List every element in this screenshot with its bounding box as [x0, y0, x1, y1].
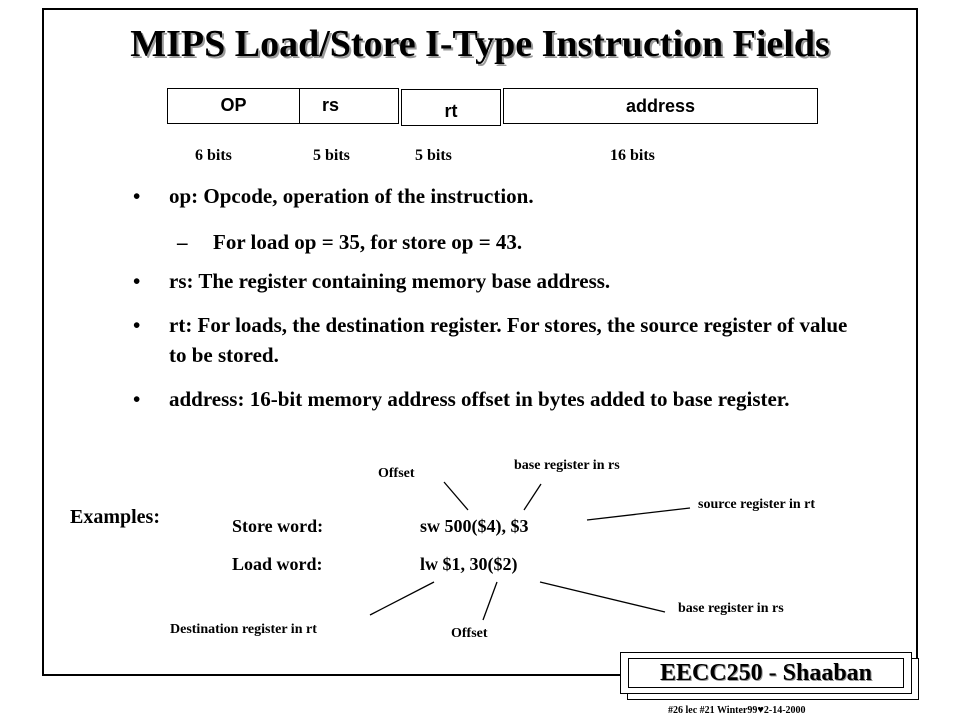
bits-address: 16 bits [610, 147, 655, 164]
bullet-text: rt: For loads, the destination register.… [169, 313, 848, 367]
sub-bullet-mark: – [177, 230, 188, 254]
bits-rs: 5 bits [313, 147, 350, 164]
heart-icon: ♥ [757, 704, 764, 716]
slide-title: MIPS Load/Store I-Type Instruction Field… [130, 23, 830, 65]
footer-date: 2-14-2000 [763, 705, 806, 716]
annotation-offset-bottom: Offset [451, 626, 488, 641]
bullet-text: op: Opcode, operation of the instruction… [169, 184, 534, 208]
annotation-base-bottom: base register in rs [678, 601, 784, 616]
load-word-code: lw $1, 30($2) [420, 554, 518, 574]
slide-footer: #26 lec #21 Winter99♥2-14-2000 [668, 704, 806, 716]
bullet-mark: • [133, 387, 141, 411]
slide-frame [42, 8, 918, 676]
bullet-mark: • [133, 269, 141, 293]
annotation-source-rt: source register in rt [698, 497, 816, 512]
field-rt-box: rt [401, 89, 501, 126]
sub-bullet-text: For load op = 35, for store op = 43. [213, 230, 523, 254]
field-rt-label: rt [444, 101, 458, 121]
field-op-label: OP [220, 95, 247, 115]
field-rs-box: rs [299, 88, 399, 124]
bullet-text: rs: The register containing memory base … [169, 269, 611, 293]
brand-box: EECC250 - Shaaban [620, 652, 912, 694]
annotation-dest-rt: Destination register in rt [170, 622, 317, 637]
bullet-mark: • [133, 313, 141, 337]
annotation-base-top: base register in rs [514, 458, 620, 473]
annotation-offset-top: Offset [378, 466, 415, 481]
examples-heading: Examples: [70, 506, 160, 528]
bits-rt: 5 bits [415, 147, 452, 164]
brand-label: EECC250 - Shaaban [628, 658, 904, 688]
field-rs-label: rs [322, 95, 340, 115]
bullet-mark: • [133, 184, 141, 208]
bits-op: 6 bits [195, 147, 232, 164]
field-op-box: OP [167, 88, 300, 124]
field-address-box: address [503, 88, 818, 124]
bullet-text: address: 16-bit memory address offset in… [169, 387, 790, 411]
field-address-label: address [625, 95, 696, 116]
footer-text: #26 lec #21 Winter99 [668, 705, 758, 716]
load-word-label: Load word: [232, 554, 323, 574]
store-word-code: sw 500($4), $3 [420, 516, 529, 536]
store-word-label: Store word: [232, 516, 324, 536]
